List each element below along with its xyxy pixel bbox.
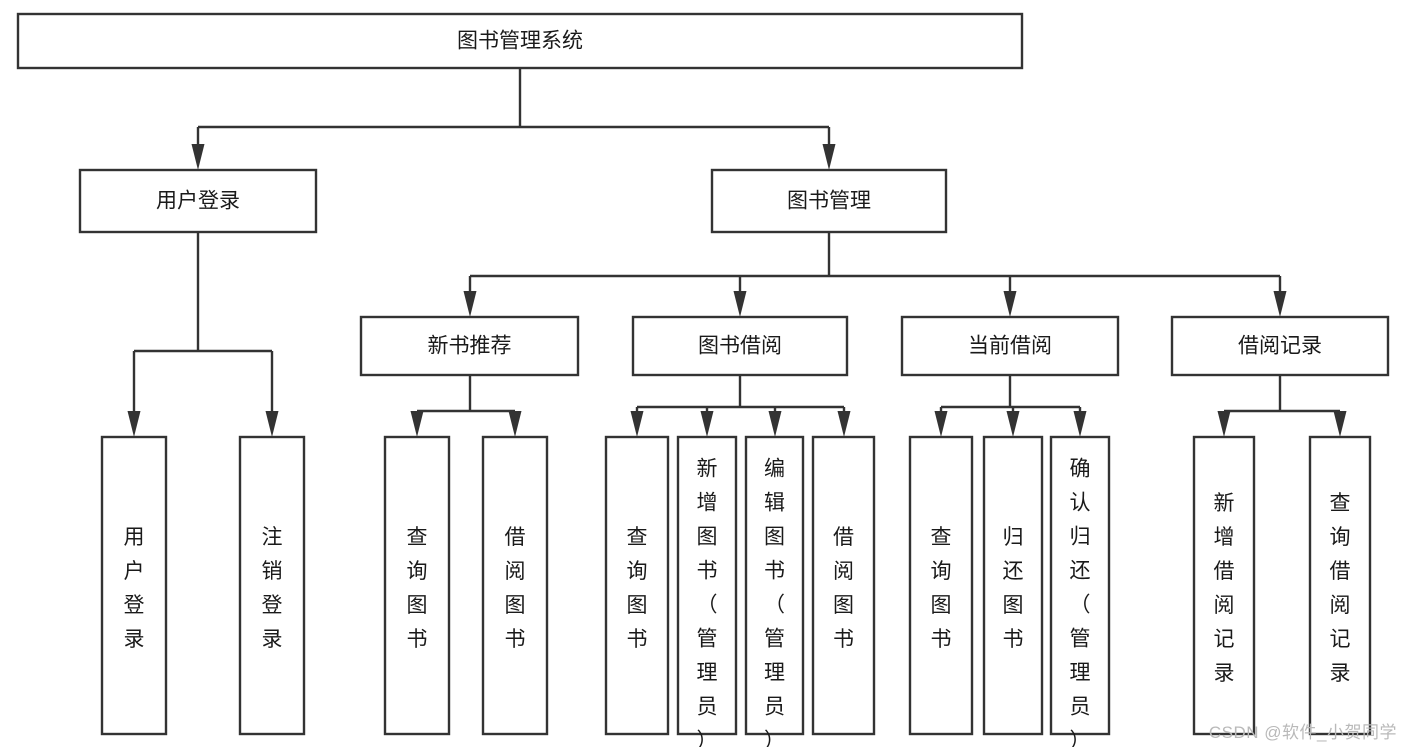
node-label: 图书管理系统 bbox=[457, 30, 583, 53]
node-label: 查询图书 bbox=[407, 526, 428, 651]
node-box bbox=[100, 435, 168, 736]
node-box bbox=[1170, 315, 1390, 377]
node-book-borrow[interactable]: 图书借阅 bbox=[631, 315, 849, 377]
arrow-head-icon bbox=[934, 411, 948, 437]
node-box bbox=[744, 435, 805, 736]
node-label: 查询借阅记录 bbox=[1330, 492, 1351, 685]
node-label: 归还图书 bbox=[1003, 526, 1024, 651]
node-box bbox=[16, 12, 1024, 70]
node-box bbox=[811, 435, 876, 736]
arrow-head-icon bbox=[822, 144, 836, 170]
node-leaf-return-book[interactable]: 归还图书 bbox=[982, 435, 1044, 736]
arrow-head-icon bbox=[768, 411, 782, 437]
node-label: 借阅图书 bbox=[833, 526, 854, 651]
node-leaf-user-logout[interactable]: 注销登录 bbox=[238, 435, 306, 736]
arrow-head-icon bbox=[1333, 411, 1347, 437]
node-box bbox=[900, 315, 1120, 377]
node-box bbox=[908, 435, 974, 736]
arrow-head-icon bbox=[508, 411, 522, 437]
node-box bbox=[982, 435, 1044, 736]
node-box bbox=[1308, 435, 1372, 736]
node-label: 查询图书 bbox=[931, 526, 952, 651]
node-root[interactable]: 图书管理系统 bbox=[16, 12, 1024, 70]
arrow-head-icon bbox=[127, 411, 141, 437]
node-box bbox=[238, 435, 306, 736]
node-user-login[interactable]: 用户登录 bbox=[78, 168, 318, 234]
node-book-manage[interactable]: 图书管理 bbox=[710, 168, 948, 234]
node-leaf-user-login[interactable]: 用户登录 bbox=[100, 435, 168, 736]
node-leaf-query-borrow-record[interactable]: 查询借阅记录 bbox=[1308, 435, 1372, 736]
node-label: 新增图书（管理员） bbox=[697, 458, 718, 747]
nodes-layer: 图书管理系统用户登录图书管理新书推荐图书借阅当前借阅借阅记录用户登录注销登录查询… bbox=[16, 12, 1390, 747]
node-box bbox=[710, 168, 948, 234]
node-current-borrow[interactable]: 当前借阅 bbox=[900, 315, 1120, 377]
node-label: 借阅图书 bbox=[505, 526, 526, 651]
node-label: 用户登录 bbox=[124, 526, 145, 651]
node-leaf-query-book-current[interactable]: 查询图书 bbox=[908, 435, 974, 736]
arrow-head-icon bbox=[630, 411, 644, 437]
node-box bbox=[383, 435, 451, 736]
node-leaf-query-book-recommend[interactable]: 查询图书 bbox=[383, 435, 451, 736]
node-label: 编辑图书（管理员） bbox=[764, 458, 785, 747]
edges-layer bbox=[127, 68, 1347, 437]
node-borrow-record[interactable]: 借阅记录 bbox=[1170, 315, 1390, 377]
node-leaf-add-book[interactable]: 新增图书（管理员） bbox=[676, 435, 738, 747]
node-box bbox=[1049, 435, 1111, 736]
node-leaf-borrow-book-recommend[interactable]: 借阅图书 bbox=[481, 435, 549, 736]
node-leaf-borrow-book[interactable]: 借阅图书 bbox=[811, 435, 876, 736]
node-label: 借阅记录 bbox=[1238, 335, 1322, 358]
node-leaf-add-borrow-record[interactable]: 新增借阅记录 bbox=[1192, 435, 1256, 736]
node-label: 新增借阅记录 bbox=[1214, 492, 1235, 685]
arrow-head-icon bbox=[463, 291, 477, 317]
node-box bbox=[78, 168, 318, 234]
node-box bbox=[359, 315, 580, 377]
node-label: 图书管理 bbox=[787, 190, 871, 213]
arrow-head-icon bbox=[733, 291, 747, 317]
node-label: 注销登录 bbox=[262, 526, 283, 651]
node-label: 查询图书 bbox=[627, 526, 648, 651]
node-box bbox=[1192, 435, 1256, 736]
arrow-head-icon bbox=[191, 144, 205, 170]
node-label: 用户登录 bbox=[156, 190, 240, 213]
arrow-head-icon bbox=[410, 411, 424, 437]
node-label: 新书推荐 bbox=[428, 335, 512, 358]
node-box bbox=[604, 435, 670, 736]
node-leaf-query-book-borrow[interactable]: 查询图书 bbox=[604, 435, 670, 736]
arrow-head-icon bbox=[265, 411, 279, 437]
arrow-head-icon bbox=[1217, 411, 1231, 437]
node-label: 确认归还（管理员） bbox=[1070, 458, 1091, 747]
arrow-head-icon bbox=[1273, 291, 1287, 317]
node-leaf-edit-book[interactable]: 编辑图书（管理员） bbox=[744, 435, 805, 747]
node-box bbox=[631, 315, 849, 377]
node-label: 图书借阅 bbox=[698, 335, 782, 358]
arrow-head-icon bbox=[1006, 411, 1020, 437]
node-label: 当前借阅 bbox=[968, 335, 1052, 358]
arrow-head-icon bbox=[700, 411, 714, 437]
node-new-book-recommend[interactable]: 新书推荐 bbox=[359, 315, 580, 377]
arrow-head-icon bbox=[1073, 411, 1087, 437]
node-box bbox=[481, 435, 549, 736]
node-leaf-confirm-return[interactable]: 确认归还（管理员） bbox=[1049, 435, 1111, 747]
node-box bbox=[676, 435, 738, 736]
arrow-head-icon bbox=[837, 411, 851, 437]
arrow-head-icon bbox=[1003, 291, 1017, 317]
